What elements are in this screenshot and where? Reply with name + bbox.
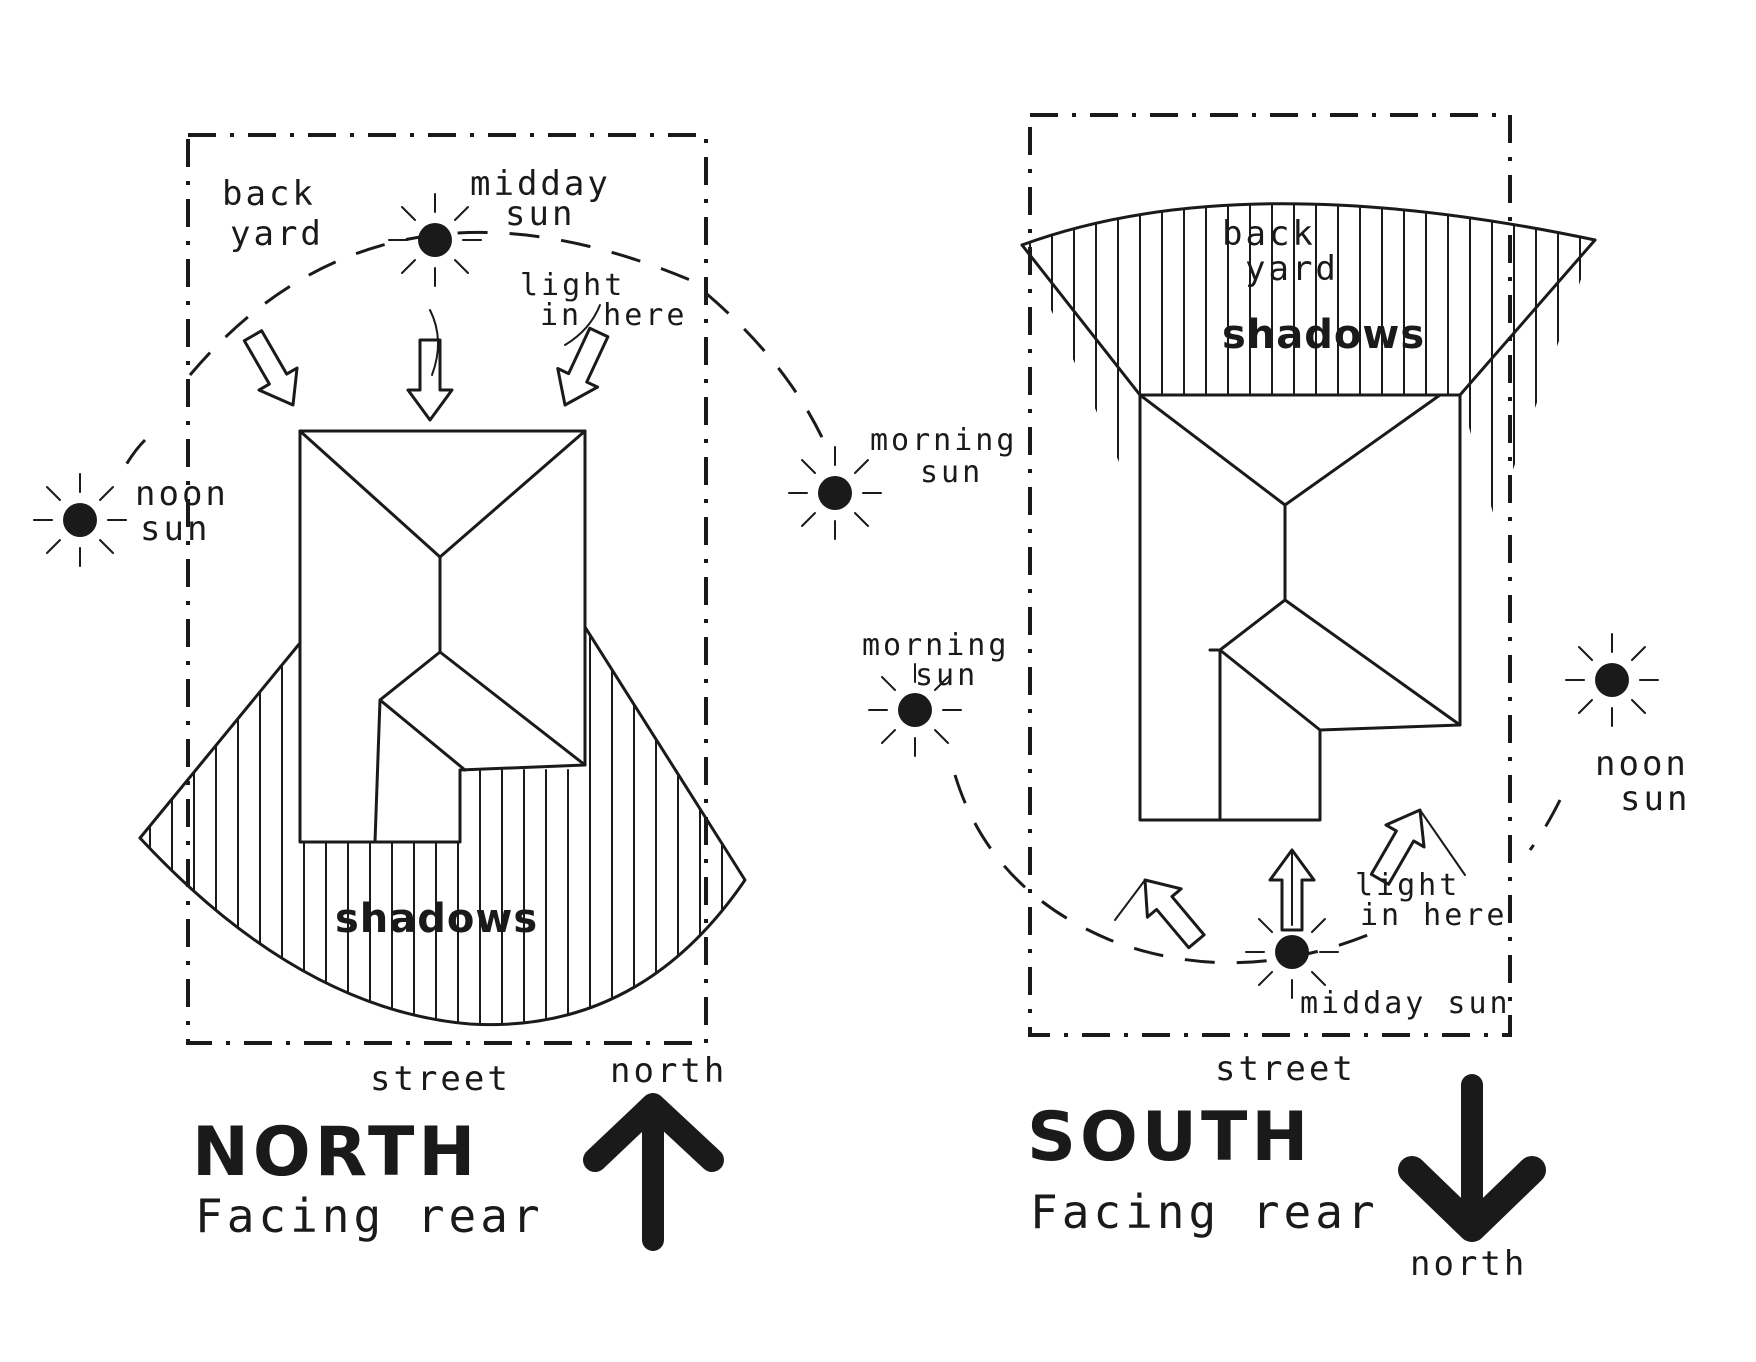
south-morning-top-label-2: sun (920, 455, 983, 490)
south-morning-top-label: morning (870, 423, 1017, 458)
north-north-label: north (610, 1051, 727, 1091)
south-back-yard-label: back (1222, 214, 1316, 254)
south-facing-diagram: back yard shadows morning sun morning su… (862, 113, 1690, 1284)
north-shadows-label: shadows (335, 896, 538, 942)
south-light-label-2: in here (1360, 898, 1507, 933)
south-morning-bottom-label: morning (862, 628, 1009, 663)
south-lot-boundary (1028, 113, 1512, 1037)
sun-icon (388, 193, 482, 287)
south-light-label: light (1355, 868, 1460, 903)
south-morning-bottom-label-2: sun (915, 658, 978, 693)
light-arrow-icon (232, 323, 314, 418)
north-light-label: light (520, 268, 625, 303)
south-title: SOUTH (1027, 1098, 1312, 1177)
north-title: NORTH (192, 1113, 479, 1192)
north-noon-label: noon (135, 474, 229, 514)
south-shadows-label: shadows (1222, 312, 1425, 358)
north-back-yard-label-2: yard (230, 214, 324, 254)
south-house-roof (1138, 393, 1462, 822)
south-subtitle: Facing rear (1030, 1185, 1379, 1239)
north-midday-label-2: sun (505, 194, 575, 234)
sun-icon (33, 473, 127, 567)
north-arrow-up-icon (583, 1093, 724, 1251)
north-light-label-2: in here (540, 298, 687, 333)
sun-icon (788, 446, 882, 540)
north-noon-label-2: sun (140, 509, 210, 549)
north-street-label: street (370, 1059, 511, 1099)
north-midday-label: midday (470, 164, 611, 204)
sun-icon (1565, 633, 1659, 727)
light-arrow-icon (1126, 864, 1215, 957)
north-facing-diagram: back yard midday sun light in here noon … (33, 133, 882, 1251)
light-arrow-icon (406, 338, 454, 422)
south-midday-label: midday sun (1300, 986, 1511, 1021)
south-noon-label-2: sun (1620, 779, 1690, 819)
north-arrow-down-icon (1398, 1074, 1546, 1242)
light-arrow-icon (543, 321, 621, 416)
south-noon-label: noon (1595, 744, 1689, 784)
south-street-label: street (1215, 1049, 1356, 1089)
north-subtitle: Facing rear (195, 1189, 544, 1243)
south-back-yard-label-2: yard (1245, 249, 1339, 289)
north-sun-path (188, 230, 832, 456)
north-back-yard-label: back (222, 174, 316, 214)
north-house-roof (298, 429, 587, 844)
north-lot-boundary (186, 133, 708, 1045)
south-north-label: north (1410, 1244, 1527, 1284)
